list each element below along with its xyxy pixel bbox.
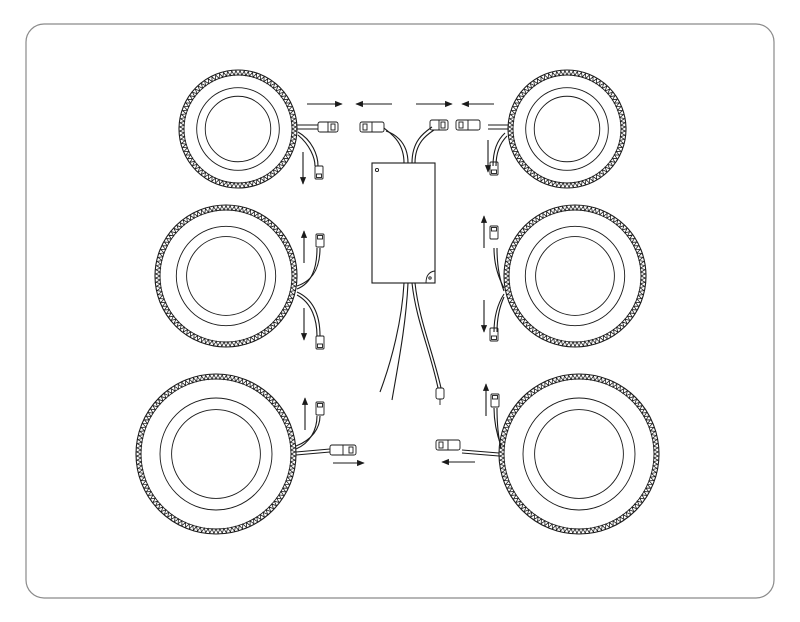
wire-ml-up [296, 247, 321, 287]
reflector-ring [196, 87, 280, 171]
connector-driver-left [359, 121, 385, 133]
lens [534, 409, 624, 499]
reflector-ring [524, 225, 626, 327]
connector-br-left [435, 439, 461, 451]
rim-inner-edge [159, 209, 293, 343]
wire-tl-down [297, 131, 319, 167]
wire-mr-up-2 [496, 247, 505, 292]
lens [204, 95, 272, 163]
outer-frame [25, 23, 775, 599]
wire-tr-down-2 [495, 135, 508, 167]
wire-bl-up-2 [295, 415, 318, 450]
reflector-ring [522, 397, 636, 511]
downlight-middle-right-icon [503, 204, 647, 348]
wire-mr-down-2 [496, 296, 505, 333]
connector-mr-up [489, 225, 499, 240]
serrated-ring [498, 373, 660, 535]
serrated-ring [135, 373, 297, 535]
connector-br-up [490, 393, 500, 408]
outer-rim [498, 373, 660, 535]
connector-tr-down [489, 161, 499, 176]
connector-bl-up [315, 401, 325, 416]
serrated-ring [178, 69, 298, 189]
wire-tl-down-2 [297, 134, 316, 167]
connector-driver-right [429, 119, 449, 131]
wire-mr-up [493, 247, 505, 289]
downlight-top-left-icon [178, 69, 298, 189]
wire-tr-down [492, 132, 506, 167]
downlight-middle-left-icon [154, 204, 298, 348]
wire-br-left-2 [461, 452, 500, 457]
wire-ml-down-2 [296, 294, 318, 337]
connector-tr-left [455, 119, 481, 131]
downlight-top-right-icon [507, 69, 627, 189]
wire-br-left [461, 449, 500, 454]
connector-mr-down [489, 327, 499, 342]
wire-bl-right-2 [295, 451, 331, 456]
serrated-ring [503, 204, 647, 348]
lens [535, 236, 615, 316]
connector-bl-right [329, 444, 357, 456]
reflector-ring [159, 397, 273, 511]
outer-rim [135, 373, 297, 535]
connector-tl-down [314, 165, 324, 180]
lens [171, 409, 261, 499]
rim-inner-edge [508, 209, 642, 343]
downlight-bottom-left-icon [135, 373, 297, 535]
wire-bl-up [295, 415, 321, 447]
reflector-ring [525, 87, 609, 171]
serrated-ring [154, 204, 298, 348]
driver-box-icon [371, 126, 445, 405]
serrated-ring [507, 69, 627, 189]
connector-tl-right [317, 121, 339, 133]
lens [186, 236, 266, 316]
wire-ml-down [296, 291, 321, 337]
wire-ml-up-2 [296, 247, 318, 290]
reflector-ring [175, 225, 277, 327]
wire-mr-down [493, 293, 505, 333]
lens [533, 95, 601, 163]
wire-br-up-2 [496, 407, 502, 450]
wire-bl-right [295, 448, 331, 453]
connector-ml-up [315, 233, 325, 248]
downlight-bottom-right-icon [498, 373, 660, 535]
connector-ml-down [315, 335, 325, 350]
